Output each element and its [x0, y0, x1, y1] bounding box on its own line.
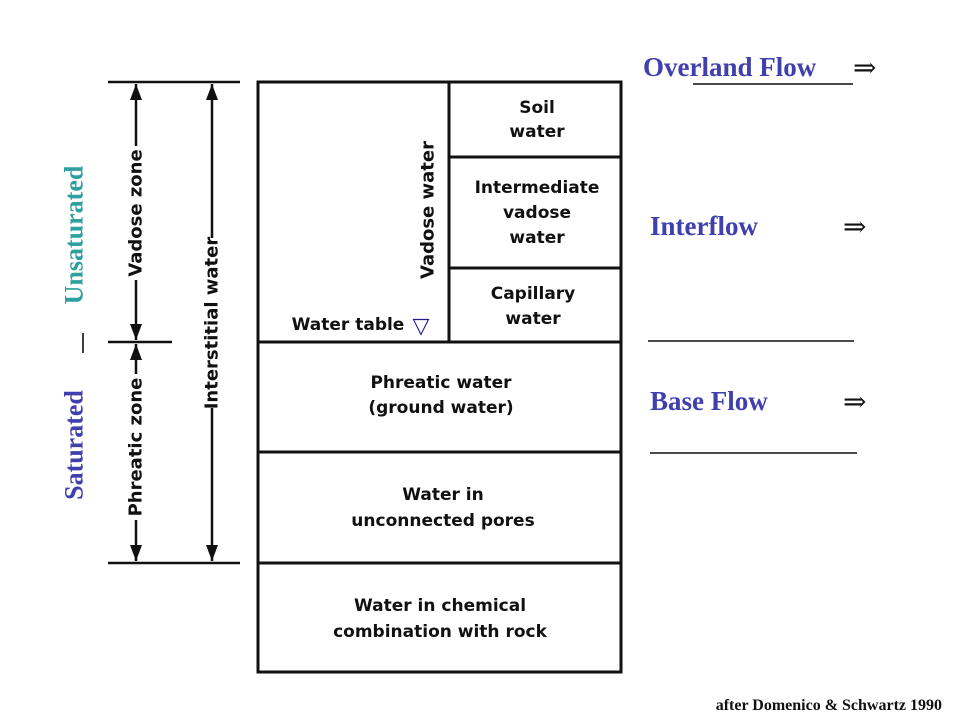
intermediate-vadose-water-box-label: Intermediate vadose water — [475, 178, 600, 248]
chemical-combination-box-label: Water in chemical combination with rock — [333, 596, 548, 642]
unsaturated-zone-label: Unsaturated — [60, 165, 89, 304]
soil-water-box-label: Soil water — [509, 98, 565, 142]
base-flow-arrow-icon: ⇒ — [843, 385, 866, 418]
source-credit: after Domenico & Schwartz 1990 — [716, 697, 942, 714]
phreatic-arrowhead-up — [130, 344, 142, 360]
water-table-label: Water table — [292, 315, 405, 335]
interstitial-arrowhead-down — [206, 545, 218, 561]
chemical-combination-line-2: combination with rock — [333, 622, 548, 642]
phreatic-zone-label: Phreatic zone — [126, 378, 147, 517]
intermediate-vadose-water-line-3: water — [509, 228, 565, 248]
vadose-arrowhead-up — [130, 84, 142, 100]
dimension-arrowheads — [130, 84, 218, 561]
saturated-zone-label: Saturated — [60, 390, 89, 500]
chemical-combination-line-1: Water in chemical — [354, 596, 526, 616]
phreatic-water-box-label: Phreatic water (ground water) — [368, 373, 513, 418]
interstitial-water-label: Interstitial water — [202, 237, 223, 410]
flow-labels: Overland Flow ⇒ Interflow ⇒ Base Flow ⇒ — [643, 51, 876, 454]
capillary-water-box-label: Capillary water — [491, 284, 576, 329]
unconnected-pores-line-1: Water in — [402, 485, 484, 505]
capillary-water-line-2: water — [505, 309, 561, 329]
unconnected-pores-box-label: Water in unconnected pores — [351, 485, 534, 531]
outer-frame — [256, 80, 623, 674]
overland-flow-arrow-icon: ⇒ — [853, 51, 876, 84]
capillary-water-line-1: Capillary — [491, 284, 576, 304]
vadose-water-label: Vadose water — [418, 141, 439, 279]
overland-flow-label: Overland Flow — [643, 52, 817, 82]
intermediate-vadose-water-line-1: Intermediate — [475, 178, 600, 198]
interstitial-arrowhead-up — [206, 84, 218, 100]
interflow-arrow-icon: ⇒ — [843, 210, 866, 243]
classification-box-grid — [256, 80, 623, 674]
phreatic-arrowhead-down — [130, 545, 142, 561]
vadose-zone-label: Vadose zone — [126, 149, 147, 276]
interflow-label: Interflow — [650, 211, 758, 241]
water-table-triangle-icon: ▽ — [413, 314, 430, 339]
phreatic-water-line-1: Phreatic water — [370, 373, 512, 393]
intermediate-vadose-water-line-2: vadose — [503, 203, 571, 223]
soil-water-line-2: water — [509, 122, 565, 142]
base-flow-label: Base Flow — [650, 386, 768, 416]
unconnected-pores-line-2: unconnected pores — [351, 511, 534, 531]
vadose-arrowhead-down — [130, 324, 142, 340]
soil-water-line-1: Soil — [519, 98, 555, 118]
phreatic-water-line-2: (ground water) — [368, 398, 513, 418]
